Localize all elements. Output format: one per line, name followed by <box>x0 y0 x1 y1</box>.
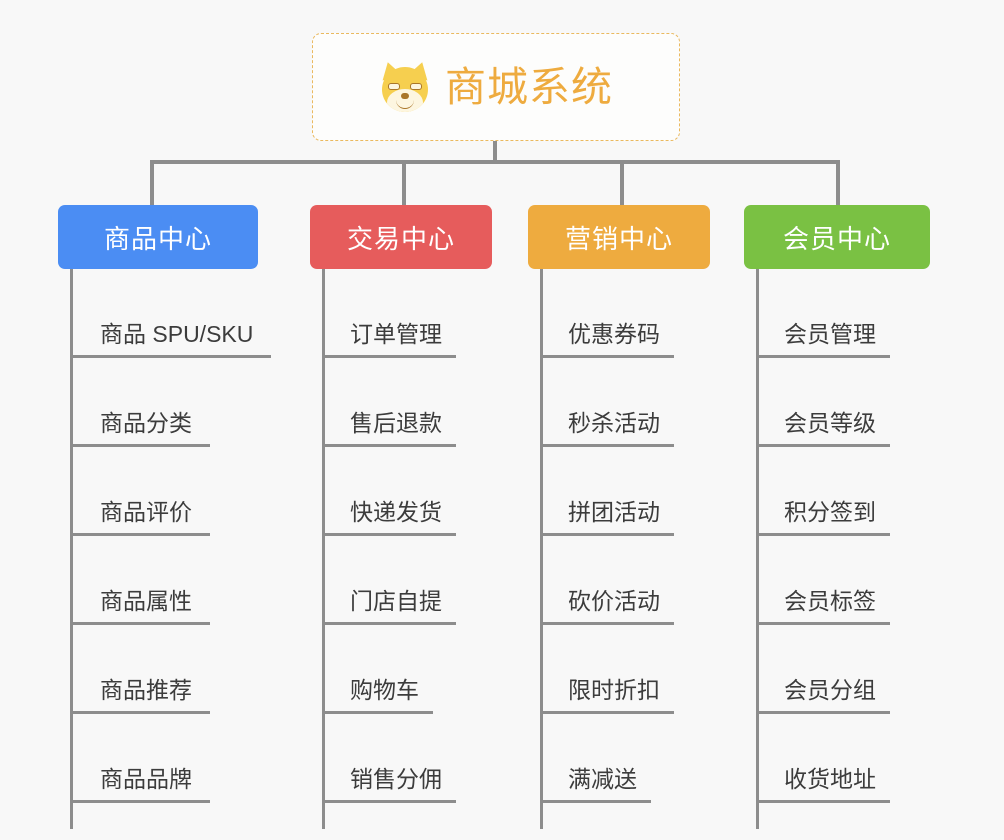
leaf-label: 购物车 <box>322 676 433 714</box>
leaf-item[interactable]: 会员等级 <box>756 358 930 447</box>
leaf-item[interactable]: 会员分组 <box>756 625 930 714</box>
branch-column-trade: 交易中心 订单管理 售后退款 快递发货 门店自提 购物车 销售分佣 <box>310 205 492 829</box>
leaf-item[interactable]: 限时折扣 <box>540 625 710 714</box>
leaf-group-trade: 订单管理 售后退款 快递发货 门店自提 购物车 销售分佣 <box>310 269 492 829</box>
leaf-item[interactable]: 商品分类 <box>70 358 258 447</box>
leaf-item[interactable]: 门店自提 <box>322 536 492 625</box>
branch-column-member: 会员中心 会员管理 会员等级 积分签到 会员标签 会员分组 收货地址 <box>744 205 930 829</box>
category-title: 商品中心 <box>103 223 212 254</box>
category-title: 营销中心 <box>564 223 673 254</box>
leaf-label: 满减送 <box>540 765 651 803</box>
leaf-item[interactable]: 秒杀活动 <box>540 358 710 447</box>
leaf-label: 会员等级 <box>756 409 890 447</box>
leaf-group-product: 商品 SPU/SKU 商品分类 商品评价 商品属性 商品推荐 商品品牌 <box>58 269 272 829</box>
leaf-label: 会员标签 <box>756 587 890 625</box>
category-header-member[interactable]: 会员中心 <box>744 205 930 269</box>
connector-horizontal-bus <box>150 160 840 164</box>
leaf-item[interactable]: 会员标签 <box>756 536 930 625</box>
leaf-item[interactable]: 购物车 <box>322 625 492 714</box>
leaf-label: 售后退款 <box>322 409 456 447</box>
leaf-item[interactable]: 商品品牌 <box>70 714 258 803</box>
leaf-item[interactable]: 优惠券码 <box>540 269 710 358</box>
leaf-label: 门店自提 <box>322 587 456 625</box>
leaf-label: 会员管理 <box>756 320 890 358</box>
connector-drop-4 <box>836 160 840 205</box>
leaf-label: 收货地址 <box>756 765 890 803</box>
connector-spine <box>70 269 73 829</box>
connector-spine <box>540 269 543 829</box>
connector-drop-3 <box>620 160 624 205</box>
root-node[interactable]: 商城系统 <box>312 33 680 141</box>
root-title: 商城系统 <box>445 63 613 110</box>
leaf-label: 商品 SPU/SKU <box>70 320 272 358</box>
connector-drop-1 <box>150 160 154 205</box>
leaf-label: 快递发货 <box>322 498 456 536</box>
leaf-label: 商品品牌 <box>70 765 210 803</box>
leaf-item[interactable]: 商品评价 <box>70 447 258 536</box>
leaf-item[interactable]: 积分签到 <box>756 447 930 536</box>
leaf-group-marketing: 优惠券码 秒杀活动 拼团活动 砍价活动 限时折扣 满减送 <box>528 269 710 829</box>
connector-root-stem <box>493 141 497 163</box>
category-header-product[interactable]: 商品中心 <box>58 205 258 269</box>
leaf-label: 订单管理 <box>322 320 456 358</box>
leaf-label: 限时折扣 <box>540 676 674 714</box>
connector-spine <box>322 269 325 829</box>
leaf-item[interactable]: 快递发货 <box>322 447 492 536</box>
leaf-label: 商品分类 <box>70 409 210 447</box>
connector-drop-2 <box>402 160 406 205</box>
category-title: 交易中心 <box>346 223 455 254</box>
branch-column-product: 商品中心 商品 SPU/SKU 商品分类 商品评价 商品属性 商品推荐 商品品牌 <box>58 205 272 829</box>
leaf-item[interactable]: 商品 SPU/SKU <box>70 269 272 358</box>
leaf-item[interactable]: 订单管理 <box>322 269 492 358</box>
category-title: 会员中心 <box>782 223 891 254</box>
leaf-item[interactable]: 满减送 <box>540 714 710 803</box>
leaf-label: 积分签到 <box>756 498 890 536</box>
shiba-dog-face-icon <box>378 59 432 114</box>
leaf-label: 商品评价 <box>70 498 210 536</box>
leaf-group-member: 会员管理 会员等级 积分签到 会员标签 会员分组 收货地址 <box>744 269 930 829</box>
leaf-label: 拼团活动 <box>540 498 674 536</box>
branch-column-marketing: 营销中心 优惠券码 秒杀活动 拼团活动 砍价活动 限时折扣 满减送 <box>528 205 710 829</box>
leaf-item[interactable]: 收货地址 <box>756 714 930 803</box>
category-header-marketing[interactable]: 营销中心 <box>528 205 710 269</box>
leaf-label: 秒杀活动 <box>540 409 674 447</box>
leaf-label: 商品推荐 <box>70 676 210 714</box>
leaf-item[interactable]: 商品推荐 <box>70 625 258 714</box>
leaf-item[interactable]: 砍价活动 <box>540 536 710 625</box>
leaf-item[interactable]: 售后退款 <box>322 358 492 447</box>
leaf-item[interactable]: 销售分佣 <box>322 714 492 803</box>
leaf-item[interactable]: 商品属性 <box>70 536 258 625</box>
leaf-item[interactable]: 会员管理 <box>756 269 930 358</box>
leaf-label: 销售分佣 <box>322 765 456 803</box>
connector-spine <box>756 269 759 829</box>
category-header-trade[interactable]: 交易中心 <box>310 205 492 269</box>
leaf-label: 优惠券码 <box>540 320 674 358</box>
leaf-label: 砍价活动 <box>540 587 674 625</box>
leaf-item[interactable]: 拼团活动 <box>540 447 710 536</box>
leaf-label: 商品属性 <box>70 587 210 625</box>
leaf-label: 会员分组 <box>756 676 890 714</box>
